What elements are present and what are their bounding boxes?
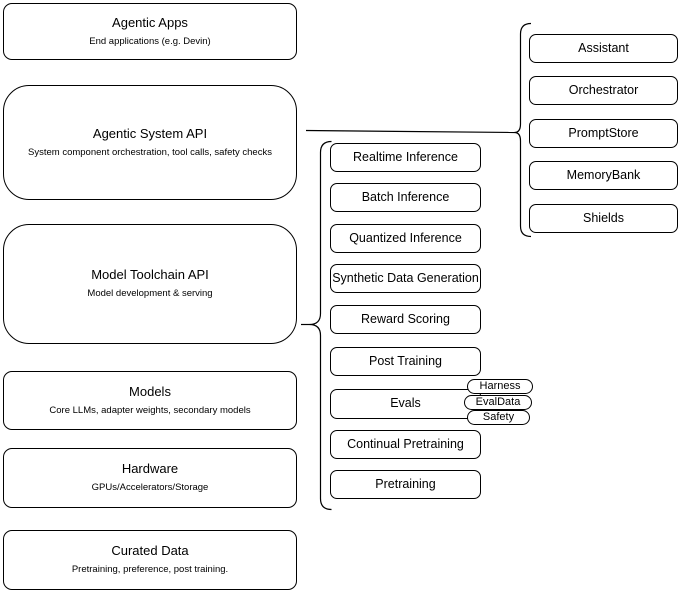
node-hardware-subtitle: GPUs/Accelerators/Storage — [91, 482, 209, 494]
node-evals: Evals — [330, 389, 481, 419]
node-realtime-inference: Realtime Inference — [330, 143, 481, 172]
connector-system-api-to-right-brace — [305, 129, 515, 134]
node-promptstore: PromptStore — [529, 119, 678, 148]
pill-evaldata: EvalData — [464, 395, 532, 410]
node-reward-scoring: Reward Scoring — [330, 305, 481, 334]
node-pretraining: Pretraining — [330, 470, 481, 499]
node-models: Models Core LLMs, adapter weights, secon… — [3, 371, 297, 430]
node-curated-data-subtitle: Pretraining, preference, post training. — [71, 564, 229, 576]
node-agentic-apps: Agentic Apps End applications (e.g. Devi… — [3, 3, 297, 60]
node-orchestrator: Orchestrator — [529, 76, 678, 105]
node-hardware-title: Hardware — [121, 461, 179, 477]
node-model-toolchain-api-subtitle: Model development & serving — [87, 288, 213, 300]
node-shields: Shields — [529, 204, 678, 233]
node-model-toolchain-api: Model Toolchain API Model development & … — [3, 224, 297, 344]
node-agentic-apps-title: Agentic Apps — [112, 14, 188, 30]
node-assistant: Assistant — [529, 34, 678, 63]
node-agentic-system-api-title: Agentic System API — [92, 125, 208, 141]
node-curated-data: Curated Data Pretraining, preference, po… — [3, 530, 297, 590]
node-agentic-system-api-subtitle: System component orchestration, tool cal… — [28, 146, 272, 158]
middle-column-brace — [309, 140, 332, 511]
node-models-subtitle: Core LLMs, adapter weights, secondary mo… — [49, 404, 251, 416]
node-post-training: Post Training — [330, 347, 481, 376]
node-agentic-system-api: Agentic System API System component orch… — [3, 85, 297, 200]
pill-harness: Harness — [467, 379, 533, 394]
node-quantized-inference: Quantized Inference — [330, 224, 481, 253]
node-model-toolchain-api-title: Model Toolchain API — [91, 267, 209, 283]
node-synthetic-data-generation: Synthetic Data Generation — [330, 264, 481, 293]
node-batch-inference: Batch Inference — [330, 183, 481, 212]
node-hardware: Hardware GPUs/Accelerators/Storage — [3, 448, 297, 508]
pill-safety: Safety — [467, 410, 530, 425]
node-models-title: Models — [129, 383, 171, 399]
node-continual-pretraining: Continual Pretraining — [330, 430, 481, 459]
right-column-brace — [514, 22, 532, 238]
node-agentic-apps-subtitle: End applications (e.g. Devin) — [89, 35, 211, 47]
node-curated-data-title: Curated Data — [111, 543, 189, 559]
node-memorybank: MemoryBank — [529, 161, 678, 190]
